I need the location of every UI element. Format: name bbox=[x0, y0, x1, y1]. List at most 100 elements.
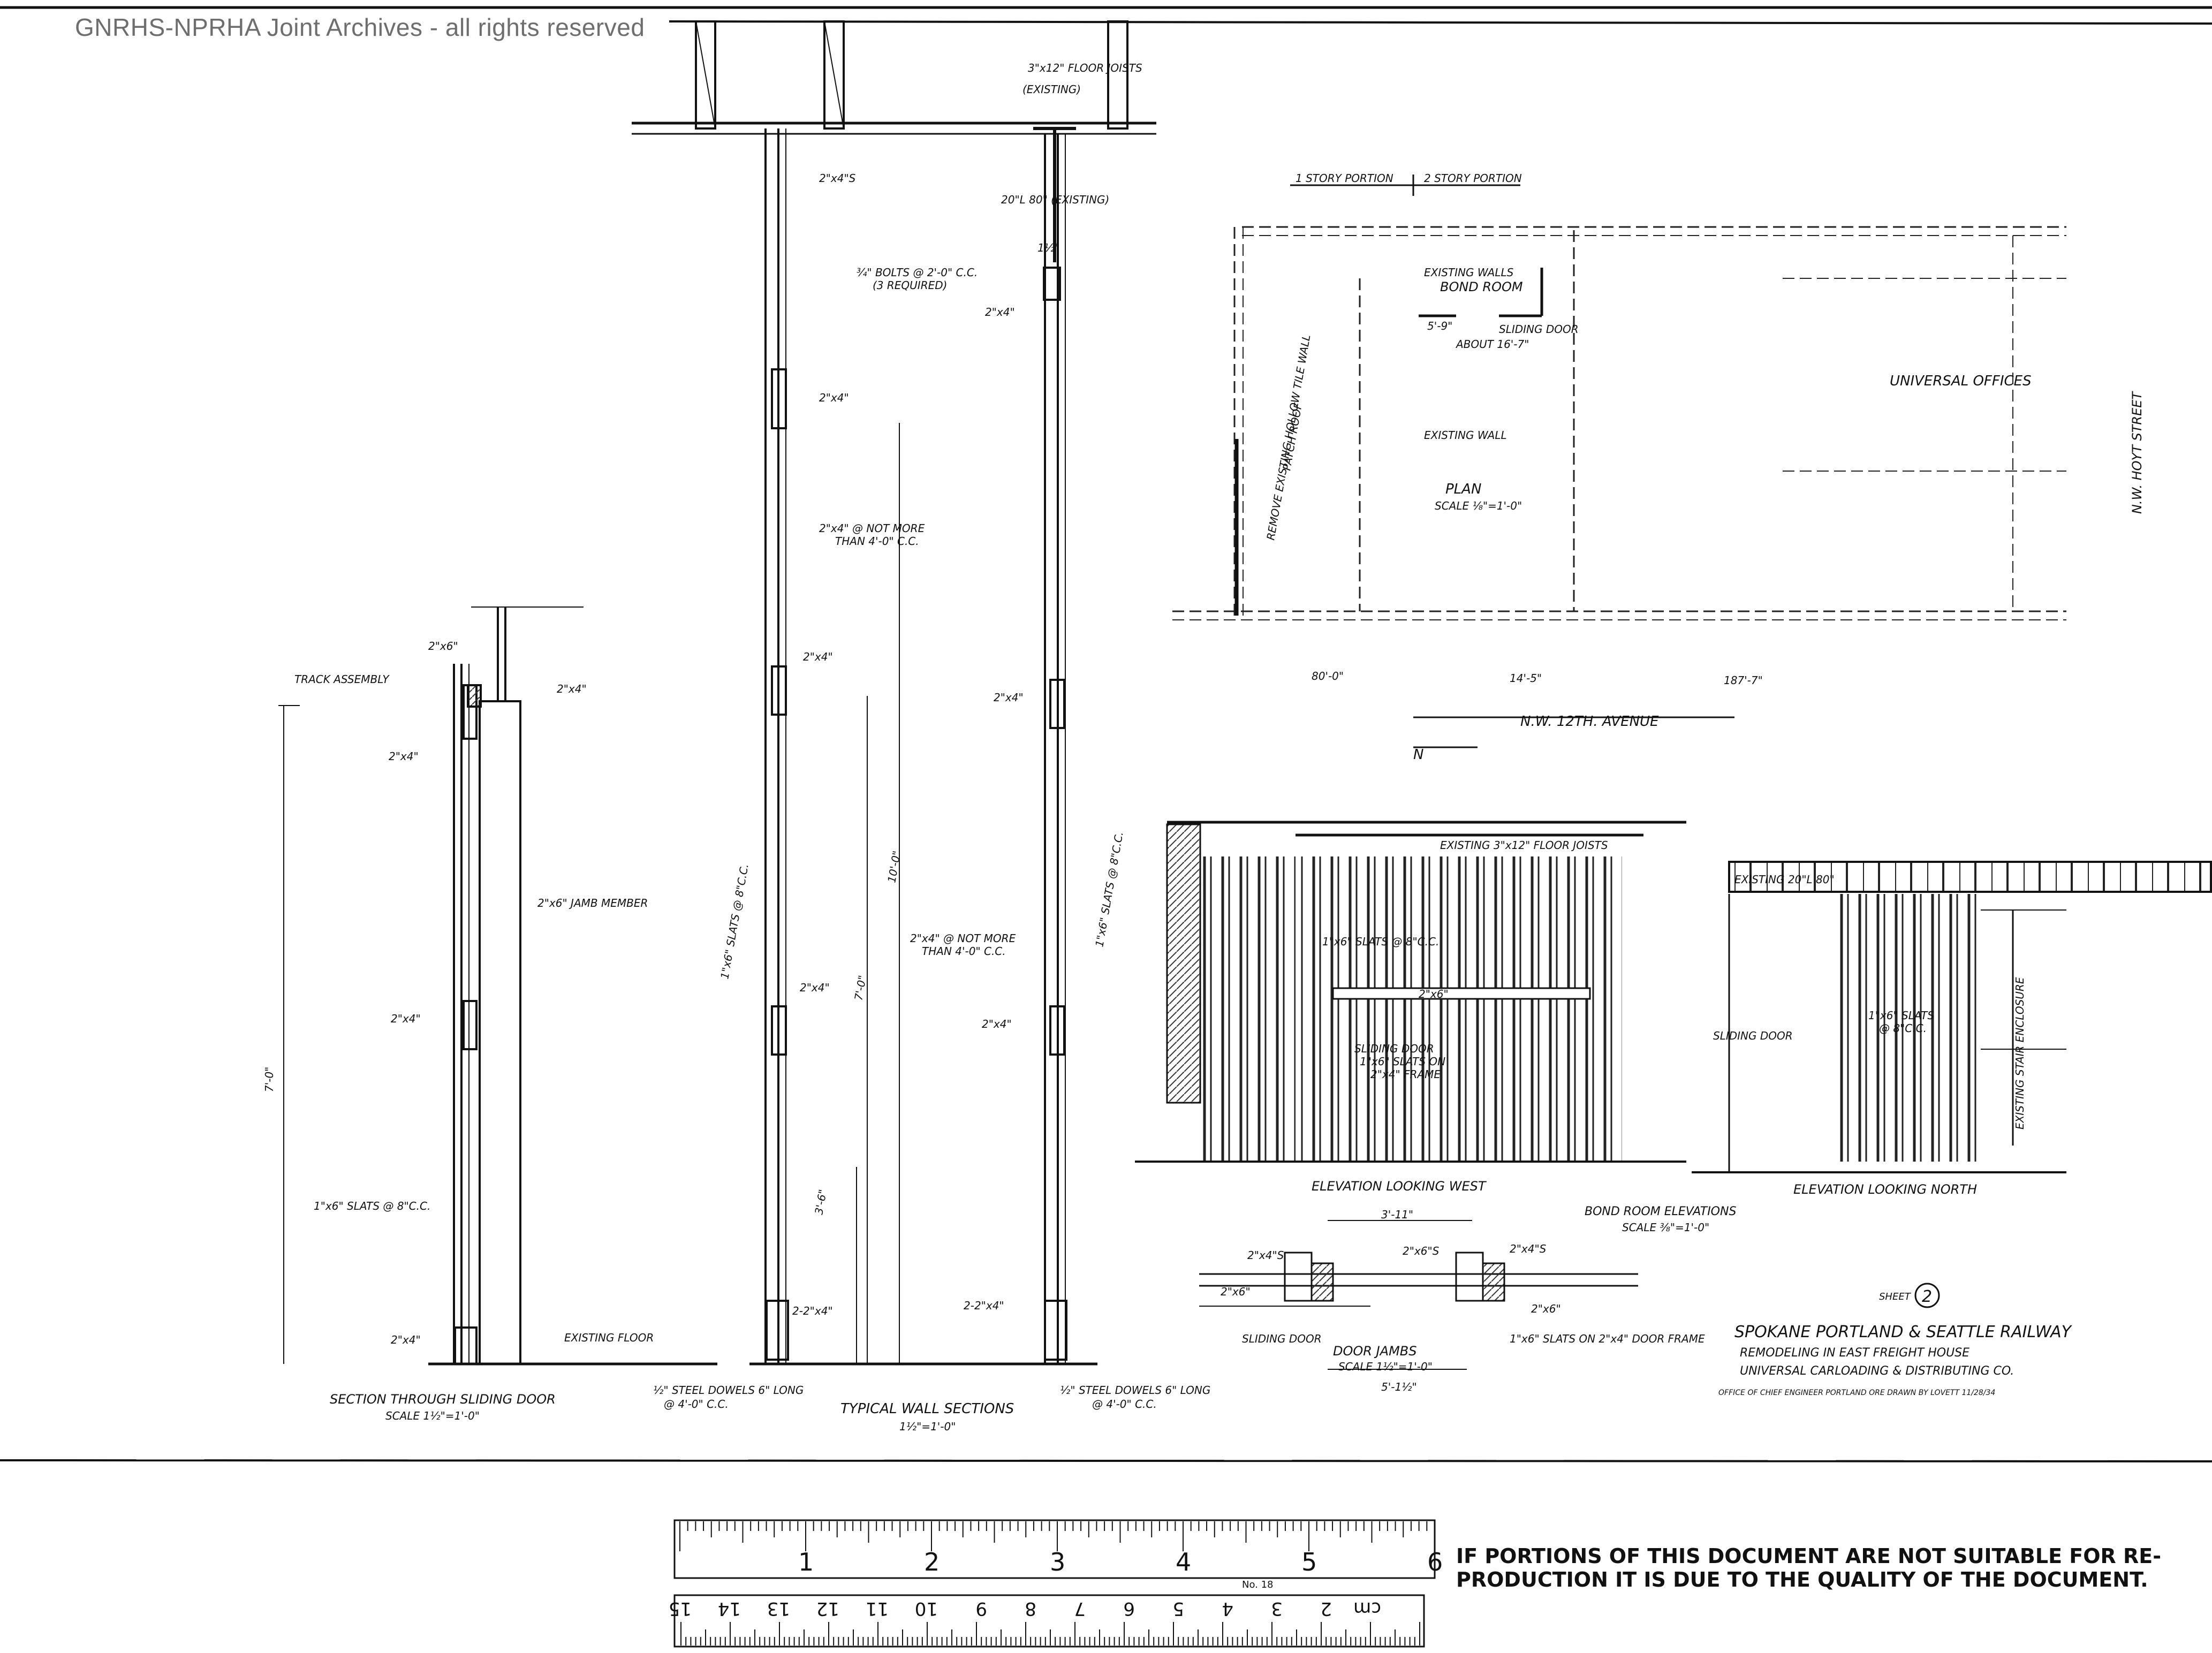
ruler-cm-label: 8 bbox=[1025, 1598, 1036, 1619]
plan-view bbox=[1172, 226, 2066, 620]
ruler-model: No. 18 bbox=[1242, 1579, 1274, 1590]
ruler-cm-label: 9 bbox=[975, 1598, 987, 1619]
dim-80-label: 80'-0" bbox=[1312, 670, 1344, 683]
elevation-north-title: ELEVATION LOOKING NORTH bbox=[1793, 1182, 1977, 1197]
elevation-west bbox=[1135, 821, 1686, 1163]
slats-left-label: 1"x6" SLATS @ 8"C.C. bbox=[718, 863, 751, 980]
elevation-west-labels: EXISTING 3"x12" FLOOR JOISTS 1"x6" SLATS… bbox=[1312, 839, 1608, 1194]
railway-name: SPOKANE PORTLAND & SEATTLE RAILWAY bbox=[1734, 1323, 2073, 1341]
jamb-left-mid: 2"x6" bbox=[1221, 1285, 1251, 1298]
height-7-label: 7'-0" bbox=[852, 974, 869, 1002]
elevation-north bbox=[1692, 861, 2212, 1173]
slats-right-label: 1"x6" SLATS @ 8"C.C. bbox=[1093, 831, 1126, 948]
bond-room-walls bbox=[1234, 268, 1543, 616]
ruler-cm-label: 4 bbox=[1222, 1598, 1233, 1619]
ruler-cm-label: 13 bbox=[767, 1598, 790, 1619]
jamb-dim-top: 3'-11" bbox=[1381, 1208, 1413, 1221]
ruler-cm-label: 5 bbox=[1172, 1598, 1184, 1619]
jamb-slats-label: 1"x6" SLATS ON 2"x4" DOOR FRAME bbox=[1510, 1332, 1705, 1345]
existing-label: (EXISTING) bbox=[1022, 83, 1081, 96]
height-3-label: 3'-6" bbox=[812, 1188, 829, 1216]
bolts-label: ¾" BOLTS @ 2'-0" C.C. bbox=[857, 266, 978, 279]
section-right-block: 2"x4" bbox=[557, 683, 587, 695]
stair-enclosure-label: EXISTING STAIR ENCLOSURE bbox=[2013, 977, 2026, 1129]
door-jambs-detail bbox=[1199, 1220, 1638, 1370]
existing-wall-label: EXISTING WALL bbox=[1424, 429, 1507, 442]
sliding-section-labels: 2"x6" TRACK ASSEMBLY 2"x4" 2"x4" 2"x6" J… bbox=[263, 640, 654, 1422]
block-right-7-label: 2"x4" bbox=[982, 1018, 1012, 1030]
jamb-member-label: 2"x6" JAMB MEMBER bbox=[537, 897, 648, 909]
jamb-sliding-label: SLIDING DOOR bbox=[1242, 1332, 1322, 1345]
title-line-3: OFFICE OF CHIEF ENGINEER PORTLAND ORE DR… bbox=[1718, 1389, 1995, 1397]
dim-14-label: 14'-5" bbox=[1510, 672, 1542, 685]
dowel-right-line1: ½" STEEL DOWELS 6" LONG bbox=[1060, 1384, 1210, 1397]
stud-note2-line2: THAN 4'-0" C.C. bbox=[922, 945, 1006, 958]
typical-wall-sections bbox=[632, 20, 1156, 1366]
dowel-left-line2: @ 4'-0" C.C. bbox=[664, 1398, 729, 1411]
ruler-cm-label: cm bbox=[1353, 1598, 1381, 1619]
reproduction-notice: IF PORTIONS OF THIS DOCUMENT ARE NOT SUI… bbox=[1456, 1544, 2161, 1591]
plan-title: PLAN bbox=[1445, 481, 1481, 497]
title-line-2: UNIVERSAL CARLOADING & DISTRIBUTING CO. bbox=[1740, 1364, 2014, 1378]
jamb-left-top: 2"x4"S bbox=[1247, 1249, 1284, 1262]
ruler-inch-label: 4 bbox=[1176, 1548, 1191, 1576]
jamb-mid-top: 2"x6"S bbox=[1403, 1245, 1440, 1257]
sliding-section-scale: SCALE 1½"=1'-0" bbox=[385, 1409, 480, 1422]
dowel-left-line1: ½" STEEL DOWELS 6" LONG bbox=[653, 1384, 804, 1397]
west-joists-label: EXISTING 3"x12" FLOOR JOISTS bbox=[1440, 839, 1608, 852]
about-dimension-label: ABOUT 16'-7" bbox=[1455, 338, 1529, 351]
notice-line-2: PRODUCTION IT IS DUE TO THE QUALITY OF T… bbox=[1456, 1568, 2148, 1591]
sliding-door-section bbox=[278, 606, 717, 1366]
notice-line-1: IF PORTIONS OF THIS DOCUMENT ARE NOT SUI… bbox=[1456, 1544, 2161, 1568]
west-door-line1: SLIDING DOOR bbox=[1354, 1042, 1434, 1055]
ruler-inch-label: 5 bbox=[1301, 1548, 1317, 1576]
ruler-cm-label: 11 bbox=[866, 1598, 889, 1619]
plan-scale: SCALE ⅛"=1'-0" bbox=[1435, 499, 1522, 512]
hoyt-street-label: N.W. HOYT STREET bbox=[2130, 391, 2145, 514]
sliding-section-title: SECTION THROUGH SLIDING DOOR bbox=[330, 1392, 556, 1407]
jamb-dim-bottom: 5'-1½" bbox=[1381, 1381, 1417, 1393]
ruler-cm-label: 2 bbox=[1320, 1598, 1332, 1619]
bond-elev-scale: SCALE ⅜"=1'-0" bbox=[1622, 1221, 1709, 1234]
wall-sections-title: TYPICAL WALL SECTIONS bbox=[840, 1401, 1014, 1417]
block-left-mid-label: 2"x4" bbox=[819, 391, 849, 404]
title-block: SHEET 2 SPOKANE PORTLAND & SEATTLE RAILW… bbox=[1718, 1283, 2073, 1397]
section-bottom-block: 2"x4" bbox=[391, 1333, 421, 1346]
archive-watermark: GNRHS-NPRHA Joint Archives - all rights … bbox=[75, 13, 645, 41]
ruler-cm-label: 15 bbox=[669, 1598, 692, 1619]
ruler-inch-label: 6 bbox=[1427, 1548, 1443, 1576]
ruler-cm-label: 7 bbox=[1074, 1598, 1086, 1619]
bottom-left-label: 2-2"x4" bbox=[792, 1305, 833, 1317]
door-jambs-scale: SCALE 1½"=1'-0" bbox=[1338, 1360, 1433, 1373]
west-head-label: 2"x6" bbox=[1419, 988, 1449, 1000]
ruler-inch-label: 3 bbox=[1050, 1548, 1065, 1576]
section-top-block: 2"x6" bbox=[428, 640, 458, 653]
ruler-cm-label: 6 bbox=[1123, 1598, 1135, 1619]
floor-joists-label: 3"x12" FLOOR JOISTS bbox=[1028, 62, 1142, 74]
beam-label: 20"L 80" (EXISTING) bbox=[1001, 193, 1109, 206]
dim-59-label: 5'-9" bbox=[1427, 320, 1452, 332]
plan-arrows bbox=[1290, 175, 1734, 748]
dim-187-label: 187'-7" bbox=[1724, 674, 1763, 687]
bond-room-elevations-heading: BOND ROOM ELEVATIONS SCALE ⅜"=1'-0" bbox=[1585, 1205, 1736, 1234]
west-slats-label: 1"x6" SLATS @ 8"C.C. bbox=[1322, 935, 1439, 948]
sheet-number: 2 bbox=[1922, 1287, 1932, 1306]
existing-walls-label: EXISTING WALLS bbox=[1424, 266, 1514, 279]
door-jambs-title: DOOR JAMBS bbox=[1333, 1344, 1416, 1359]
studs-top-label: 2"x4"S bbox=[819, 172, 856, 185]
block-right-mid-label: 2"x4" bbox=[994, 691, 1024, 704]
plan-sliding-door-label: SLIDING DOOR bbox=[1499, 323, 1579, 336]
section-slats-label: 1"x6" SLATS @ 8"C.C. bbox=[314, 1200, 430, 1212]
ruler-inch-label: 2 bbox=[924, 1548, 940, 1576]
stud-note-line1: 2"x4" @ NOT MORE bbox=[819, 522, 925, 535]
existing-floor-label: EXISTING FLOOR bbox=[564, 1331, 654, 1344]
ruler-cm-label: 12 bbox=[816, 1598, 839, 1619]
block-right-top-label: 2"x4" bbox=[985, 306, 1015, 319]
two-story-label: 2 STORY PORTION bbox=[1424, 172, 1522, 185]
bolts-required-label: (3 REQUIRED) bbox=[873, 279, 947, 292]
height-10-label: 10'-0" bbox=[885, 850, 903, 884]
north-slats-line1: 1"x6" SLATS bbox=[1868, 1009, 1934, 1022]
wall-sections-scale: 1½"=1'-0" bbox=[899, 1420, 956, 1433]
sheet-label: SHEET bbox=[1879, 1291, 1912, 1302]
